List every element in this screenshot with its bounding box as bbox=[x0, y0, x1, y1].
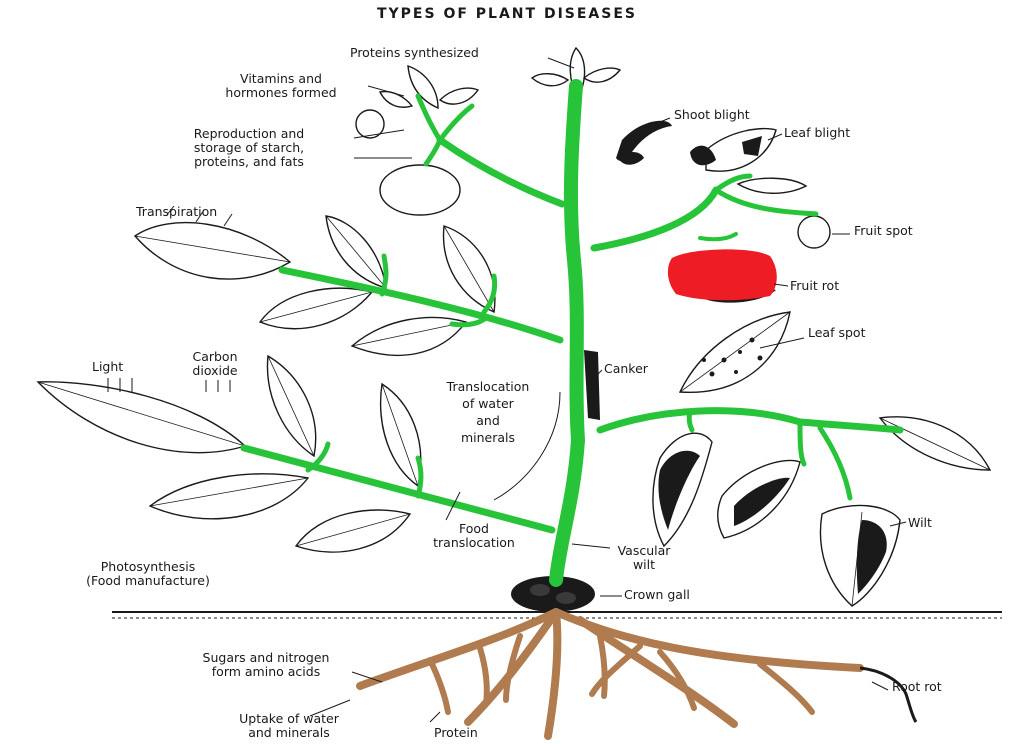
label-line: of water bbox=[428, 395, 548, 412]
leader-root-rot bbox=[872, 682, 888, 690]
diagram-title: TYPES OF PLANT DISEASES bbox=[0, 6, 1014, 22]
label-food-translocation: Food translocation bbox=[416, 522, 532, 550]
leader-fruit-rot bbox=[774, 284, 788, 286]
leaf-spot-dot bbox=[738, 350, 742, 354]
label-canker: Canker bbox=[604, 362, 648, 376]
branch-right-lower-twig-a bbox=[689, 412, 692, 430]
label-crown-gall: Crown gall bbox=[624, 588, 690, 602]
leaf-spot-dot bbox=[722, 358, 727, 363]
label-line: and bbox=[428, 412, 548, 429]
label-line: Sugars and nitrogen bbox=[176, 651, 356, 665]
branch-top-twig-c bbox=[440, 106, 472, 140]
leaf-spot-dot bbox=[710, 372, 715, 377]
label-line: Photosynthesis bbox=[50, 560, 246, 574]
label-line: proteins, and fats bbox=[146, 155, 352, 169]
leaf-apex-right bbox=[584, 68, 620, 82]
leaf-spot-dot bbox=[758, 356, 763, 361]
leaf-transpiration bbox=[135, 223, 290, 279]
label-leaf-spot: Leaf spot bbox=[808, 326, 865, 340]
leaf-blight-shape bbox=[706, 129, 776, 172]
label-line: Food bbox=[416, 522, 532, 536]
leaf-mid-lower bbox=[352, 317, 466, 355]
leaf-photosynthesis bbox=[38, 382, 245, 453]
label-vitamins-hormones: Vitamins and hormones formed bbox=[196, 72, 366, 100]
label-fruit-spot: Fruit spot bbox=[854, 224, 913, 238]
leaf-lower-left bbox=[150, 474, 308, 519]
label-line: hormones formed bbox=[196, 86, 366, 100]
label-translocation-water: Translocation of water and minerals bbox=[428, 378, 548, 446]
label-line: Translocation bbox=[428, 378, 548, 395]
label-photosynthesis: Photosynthesis (Food manufacture) bbox=[50, 560, 246, 588]
leaf-top-right bbox=[440, 88, 478, 104]
label-line: wilt bbox=[606, 558, 682, 572]
branch-right-upper bbox=[594, 190, 716, 248]
label-reproduction-storage: Reproduction and storage of starch, prot… bbox=[146, 127, 352, 169]
label-carbon-dioxide: Carbon dioxide bbox=[180, 350, 250, 378]
label-line: storage of starch, bbox=[146, 141, 352, 155]
arrow-transpiration-3 bbox=[224, 214, 232, 226]
label-line: Carbon bbox=[180, 350, 250, 364]
leaf-blight-second bbox=[738, 178, 806, 193]
fruit-spot-circle bbox=[798, 216, 830, 248]
repro-seed-circle bbox=[380, 165, 460, 215]
label-line: form amino acids bbox=[176, 665, 356, 679]
leader-protein bbox=[430, 712, 440, 722]
label-line: Vascular bbox=[606, 544, 682, 558]
label-light: Light bbox=[92, 360, 123, 374]
leaf-spot-dot bbox=[750, 338, 755, 343]
root-branch-d bbox=[600, 636, 605, 696]
label-vascular-wilt: Vascular wilt bbox=[606, 544, 682, 572]
label-uptake-water: Uptake of water and minerals bbox=[214, 712, 364, 740]
label-proteins-synthesized: Proteins synthesized bbox=[350, 46, 479, 60]
root-branch-f bbox=[592, 646, 640, 694]
leaf-spot-dot bbox=[734, 370, 738, 374]
branch-right-twig-c bbox=[700, 234, 736, 239]
label-sugars-nitrogen: Sugars and nitrogen form amino acids bbox=[176, 651, 356, 679]
label-transpiration: Transpiration bbox=[136, 205, 217, 219]
label-line: and minerals bbox=[214, 726, 364, 740]
leaf-lower-bottom bbox=[296, 510, 410, 552]
branch-top-twig-b bbox=[426, 140, 440, 164]
branch-right-lower bbox=[600, 411, 900, 430]
label-shoot-blight: Shoot blight bbox=[674, 108, 750, 122]
root-branch-g bbox=[760, 664, 812, 712]
label-line: dioxide bbox=[180, 364, 250, 378]
label-line: translocation bbox=[416, 536, 532, 550]
label-wilt: Wilt bbox=[908, 516, 932, 530]
leader-vascular bbox=[572, 544, 610, 548]
canker-mark bbox=[584, 350, 600, 420]
label-line: Uptake of water bbox=[214, 712, 364, 726]
label-line: (Food manufacture) bbox=[50, 574, 246, 588]
label-line: minerals bbox=[428, 429, 548, 446]
leaf-apex-left bbox=[532, 74, 568, 86]
root-branch-b bbox=[480, 648, 487, 704]
label-leaf-blight: Leaf blight bbox=[784, 126, 850, 140]
branch-lower-twig-b bbox=[418, 458, 421, 496]
branch-right-lower-twig-b bbox=[800, 422, 804, 464]
root-down-center bbox=[548, 612, 557, 736]
main-stem bbox=[556, 86, 578, 580]
leaf-left-mid bbox=[260, 288, 372, 328]
label-root-rot: Root rot bbox=[892, 680, 942, 694]
label-fruit-rot: Fruit rot bbox=[790, 279, 839, 293]
label-protein: Protein bbox=[434, 726, 478, 740]
label-line: Reproduction and bbox=[146, 127, 352, 141]
root-branch-a bbox=[430, 660, 448, 712]
root-rot-mark bbox=[860, 668, 916, 722]
label-line: Vitamins and bbox=[196, 72, 366, 86]
branch-right-lower-twig-c bbox=[820, 428, 850, 498]
leaf-lower-center bbox=[381, 384, 421, 486]
leaf-spot-dot bbox=[702, 358, 706, 362]
fruit-rot-red bbox=[668, 249, 777, 300]
